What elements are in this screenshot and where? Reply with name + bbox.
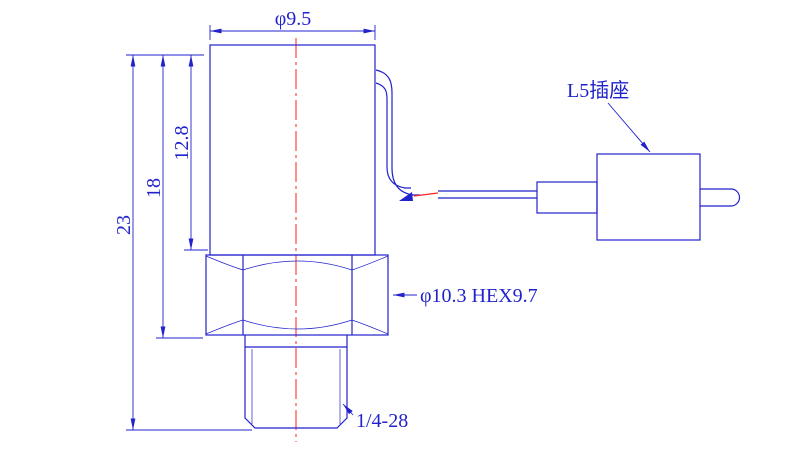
connector-callout: L5插座 (567, 79, 651, 153)
hex-section (205, 254, 389, 336)
hex-chamfer-bottom-right (351, 319, 389, 335)
hex-chamfer-bottom-left (205, 319, 244, 335)
dim-top-diameter-label: φ9.5 (275, 8, 312, 30)
cable-outer-line (375, 69, 420, 196)
hex-chamfer-top-middle (242, 260, 353, 271)
body-rect (209, 44, 376, 256)
top-dimension: φ9.5 (209, 8, 376, 40)
cable-break-red-segment (413, 192, 439, 197)
sensor-body-outline (209, 44, 376, 256)
connector-leader-line (607, 102, 651, 153)
cable-inner-line (375, 82, 411, 189)
left-dimensions: 12.8 18 23 (113, 54, 252, 431)
hex-chamfer-top-right (351, 255, 389, 271)
hex-chamfer-bottom-middle (242, 319, 353, 330)
dim-23-label: 23 (113, 215, 135, 235)
dim-12-8-label: 12.8 (171, 126, 193, 161)
cable (375, 69, 537, 201)
thread-leader-line (342, 403, 354, 416)
hex-rect (205, 254, 389, 336)
connector-ferrule (536, 181, 598, 214)
connector-pin (700, 188, 741, 207)
connector-label: L5插座 (567, 79, 629, 102)
thread-label: 1/4-28 (356, 410, 408, 432)
hex-callout: φ10.3 HEX9.7 (393, 285, 538, 307)
hex-chamfer-top-left (205, 255, 244, 271)
connector (536, 153, 741, 241)
cable-end-cap (399, 192, 413, 201)
connector-knurl-body (596, 153, 701, 241)
dim-18-label: 18 (143, 178, 165, 198)
thread-callout: 1/4-28 (342, 403, 408, 432)
hex-label: φ10.3 HEX9.7 (420, 285, 538, 307)
